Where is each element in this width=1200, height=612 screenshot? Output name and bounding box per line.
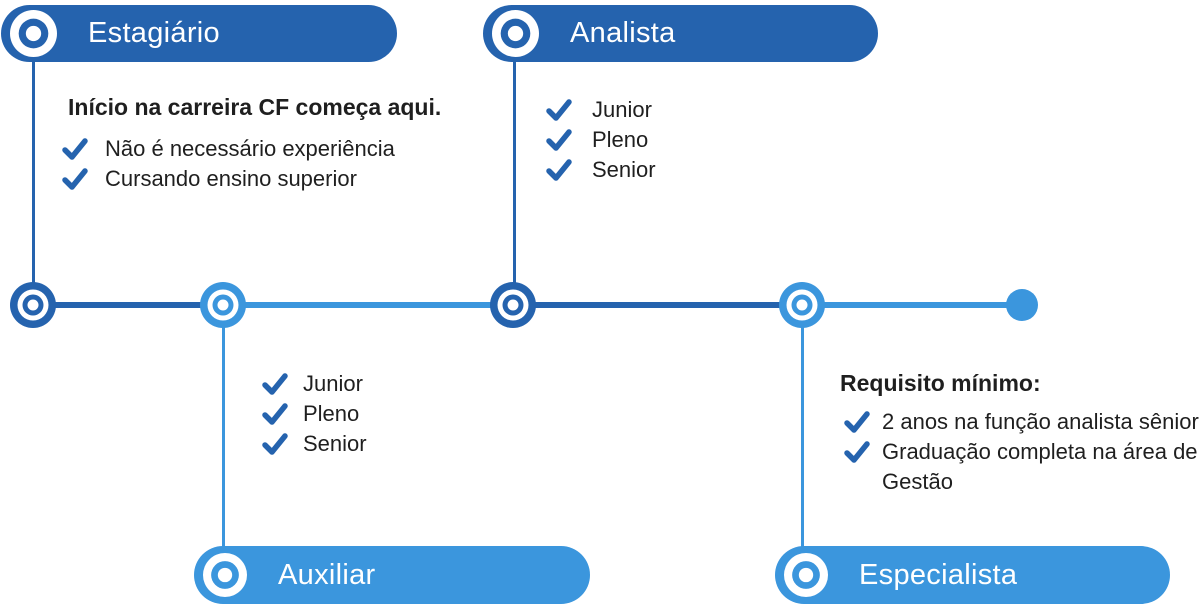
check-icon — [262, 403, 288, 425]
connector-auxiliar — [222, 305, 225, 551]
check-icon — [262, 373, 288, 395]
analista-list: Junior Pleno Senior — [546, 95, 656, 185]
estagiario-list: Não é necessário experiência Cursando en… — [60, 134, 441, 194]
stage-pill-auxiliar: Auxiliar — [194, 546, 590, 604]
list-item-label: Cursando ensino superior — [105, 166, 357, 191]
estagiario-heading: Início na carreira CF começa aqui. — [68, 94, 442, 120]
check-icon — [546, 159, 572, 181]
list-item: Graduação completa na área de Gestão — [840, 437, 1200, 497]
check-icon — [546, 99, 572, 121]
list-item-label: Pleno — [303, 401, 360, 426]
especialista-heading: Requisito mínimo: — [840, 370, 1041, 396]
list-item: 2 anos na função analista sênior — [840, 407, 1200, 437]
timeline-end-dot — [1006, 289, 1038, 321]
stage-pill-estagiario: Estagiário — [1, 5, 397, 62]
stage-title: Especialista — [859, 558, 1018, 591]
timeline-segment-4 — [802, 302, 1022, 308]
list-item: Não é necessário experiência — [60, 134, 441, 164]
stage-title: Analista — [570, 17, 676, 49]
list-item-label: Pleno — [592, 127, 649, 152]
especialista-details: Requisito mínimo: 2 anos na função anali… — [840, 370, 1200, 497]
stage-pill-especialista: Especialista — [775, 546, 1170, 604]
check-icon — [546, 129, 572, 151]
list-item-label: Senior — [592, 157, 656, 182]
estagiario-details: Início na carreira CF começa aqui. Não é… — [60, 94, 441, 194]
target-icon — [779, 282, 825, 328]
target-icon — [10, 282, 56, 328]
list-item: Junior — [546, 95, 656, 125]
check-icon — [62, 168, 88, 190]
timeline-segment-2 — [223, 302, 513, 308]
auxiliar-list: Junior Pleno Senior — [262, 369, 367, 459]
stage-title: Auxiliar — [278, 558, 376, 591]
list-item: Senior — [546, 155, 656, 185]
list-item: Pleno — [546, 125, 656, 155]
list-item-label: 2 anos na função analista sênior — [882, 409, 1199, 434]
check-icon — [262, 433, 288, 455]
connector-analista — [513, 48, 516, 305]
list-item: Cursando ensino superior — [60, 164, 441, 194]
target-icon — [492, 10, 539, 57]
timeline-segment-1 — [33, 302, 223, 308]
list-item: Junior — [262, 369, 367, 399]
check-icon — [62, 138, 88, 160]
list-item: Senior — [262, 429, 367, 459]
target-icon — [490, 282, 536, 328]
target-icon — [203, 553, 247, 597]
stage-title: Estagiário — [88, 17, 220, 49]
list-item-label: Junior — [592, 97, 652, 122]
list-item-label: Graduação completa na área de Gestão — [882, 439, 1198, 494]
timeline-segment-3 — [513, 302, 802, 308]
stage-pill-analista: Analista — [483, 5, 878, 62]
target-icon — [200, 282, 246, 328]
list-item: Pleno — [262, 399, 367, 429]
auxiliar-details: Junior Pleno Senior — [262, 369, 367, 459]
check-icon — [844, 411, 870, 433]
list-item-label: Senior — [303, 431, 367, 456]
connector-estagiario — [32, 48, 35, 305]
analista-details: Junior Pleno Senior — [546, 95, 656, 185]
check-icon — [844, 441, 870, 463]
list-item-label: Junior — [303, 371, 363, 396]
list-item-label: Não é necessário experiência — [105, 136, 395, 161]
connector-especialista — [801, 305, 804, 551]
target-icon — [10, 10, 57, 57]
especialista-list: 2 anos na função analista sênior Graduaç… — [840, 407, 1200, 497]
target-icon — [784, 553, 828, 597]
